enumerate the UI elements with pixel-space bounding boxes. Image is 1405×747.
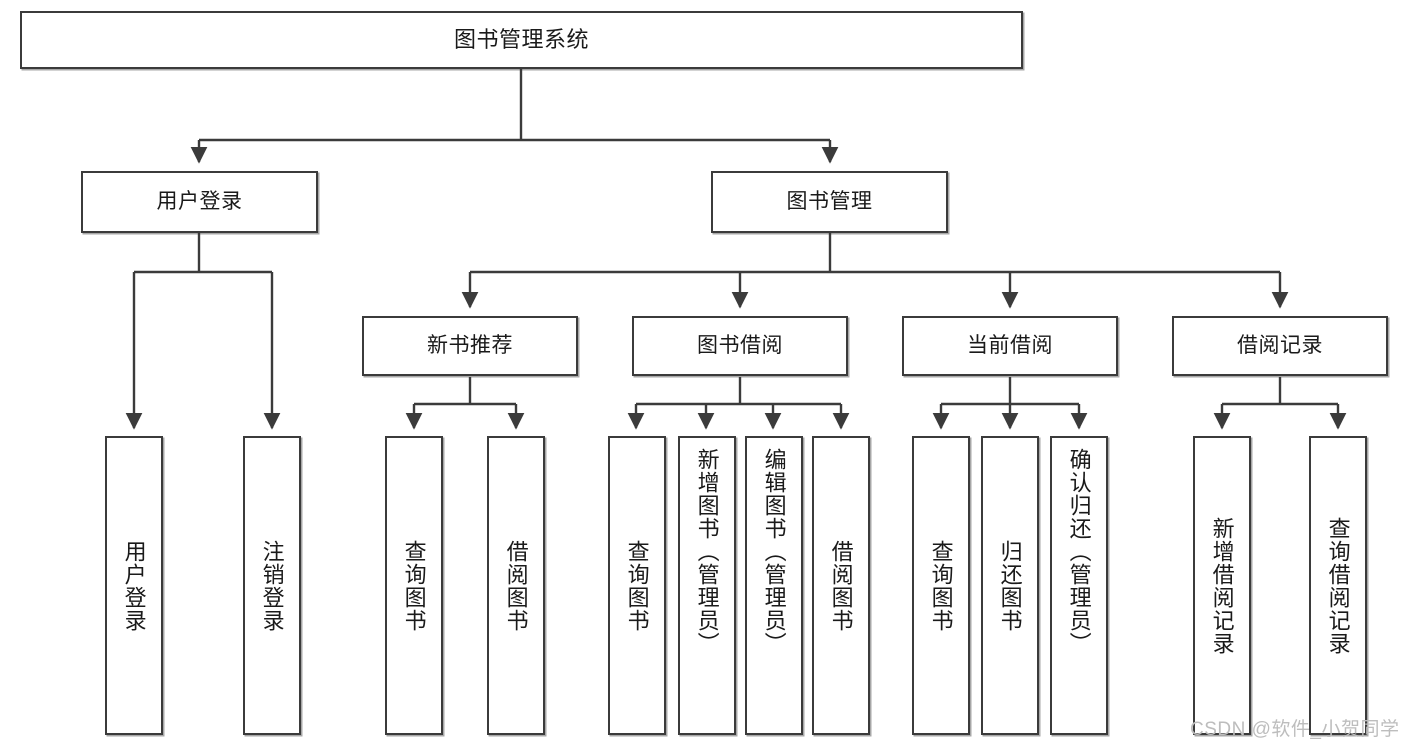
leaf-current-confirm-return-admin[interactable]: 确认归还（管理员） <box>1050 436 1108 735</box>
node-label: 查询借阅记录 <box>1325 516 1351 655</box>
node-label: 用户登录 <box>121 539 147 632</box>
leaf-logout[interactable]: 注销登录 <box>243 436 301 735</box>
node-borrow-record[interactable]: 借阅记录 <box>1172 316 1388 376</box>
node-label: 借阅图书 <box>828 539 854 632</box>
node-label: 归还图书 <box>997 539 1023 632</box>
leaf-current-query-book[interactable]: 查询图书 <box>912 436 970 735</box>
node-label: 图书管理 <box>786 189 873 213</box>
node-label: 查询图书 <box>624 539 650 632</box>
node-user-login[interactable]: 用户登录 <box>81 171 318 233</box>
leaf-borrow-edit-book-admin[interactable]: 编辑图书（管理员） <box>745 436 803 735</box>
node-book-management[interactable]: 图书管理 <box>711 171 948 233</box>
node-label: 借阅图书 <box>503 539 529 632</box>
node-root-system[interactable]: 图书管理系统 <box>20 11 1023 69</box>
leaf-borrow-borrow-book[interactable]: 借阅图书 <box>812 436 870 735</box>
leaf-record-query-record[interactable]: 查询借阅记录 <box>1309 436 1367 735</box>
node-label: 新增图书（管理员） <box>694 448 720 655</box>
leaf-recommend-query-book[interactable]: 查询图书 <box>385 436 443 735</box>
node-label: 图书管理系统 <box>453 27 589 53</box>
leaf-borrow-add-book-admin[interactable]: 新增图书（管理员） <box>678 436 736 735</box>
node-label: 查询图书 <box>928 539 954 632</box>
leaf-recommend-borrow-book[interactable]: 借阅图书 <box>487 436 545 735</box>
node-label: 编辑图书（管理员） <box>761 448 787 655</box>
node-label: 注销登录 <box>259 539 285 632</box>
node-label: 确认归还（管理员） <box>1066 448 1092 655</box>
node-label: 图书借阅 <box>697 333 783 357</box>
node-label: 查询图书 <box>401 539 427 632</box>
leaf-user-login[interactable]: 用户登录 <box>105 436 163 735</box>
node-book-borrow[interactable]: 图书借阅 <box>632 316 848 376</box>
node-label: 当前借阅 <box>967 333 1053 357</box>
node-current-borrow[interactable]: 当前借阅 <box>902 316 1118 376</box>
node-label: 借阅记录 <box>1237 333 1323 357</box>
leaf-borrow-query-book[interactable]: 查询图书 <box>608 436 666 735</box>
node-label: 新增借阅记录 <box>1209 516 1235 655</box>
node-label: 用户登录 <box>156 189 243 213</box>
leaf-record-add-record[interactable]: 新增借阅记录 <box>1193 436 1251 735</box>
watermark-text: CSDN @软件_小贺同学 <box>1190 719 1400 740</box>
leaf-current-return-book[interactable]: 归还图书 <box>981 436 1039 735</box>
node-label: 新书推荐 <box>427 333 513 357</box>
node-new-book-recommend[interactable]: 新书推荐 <box>362 316 578 376</box>
